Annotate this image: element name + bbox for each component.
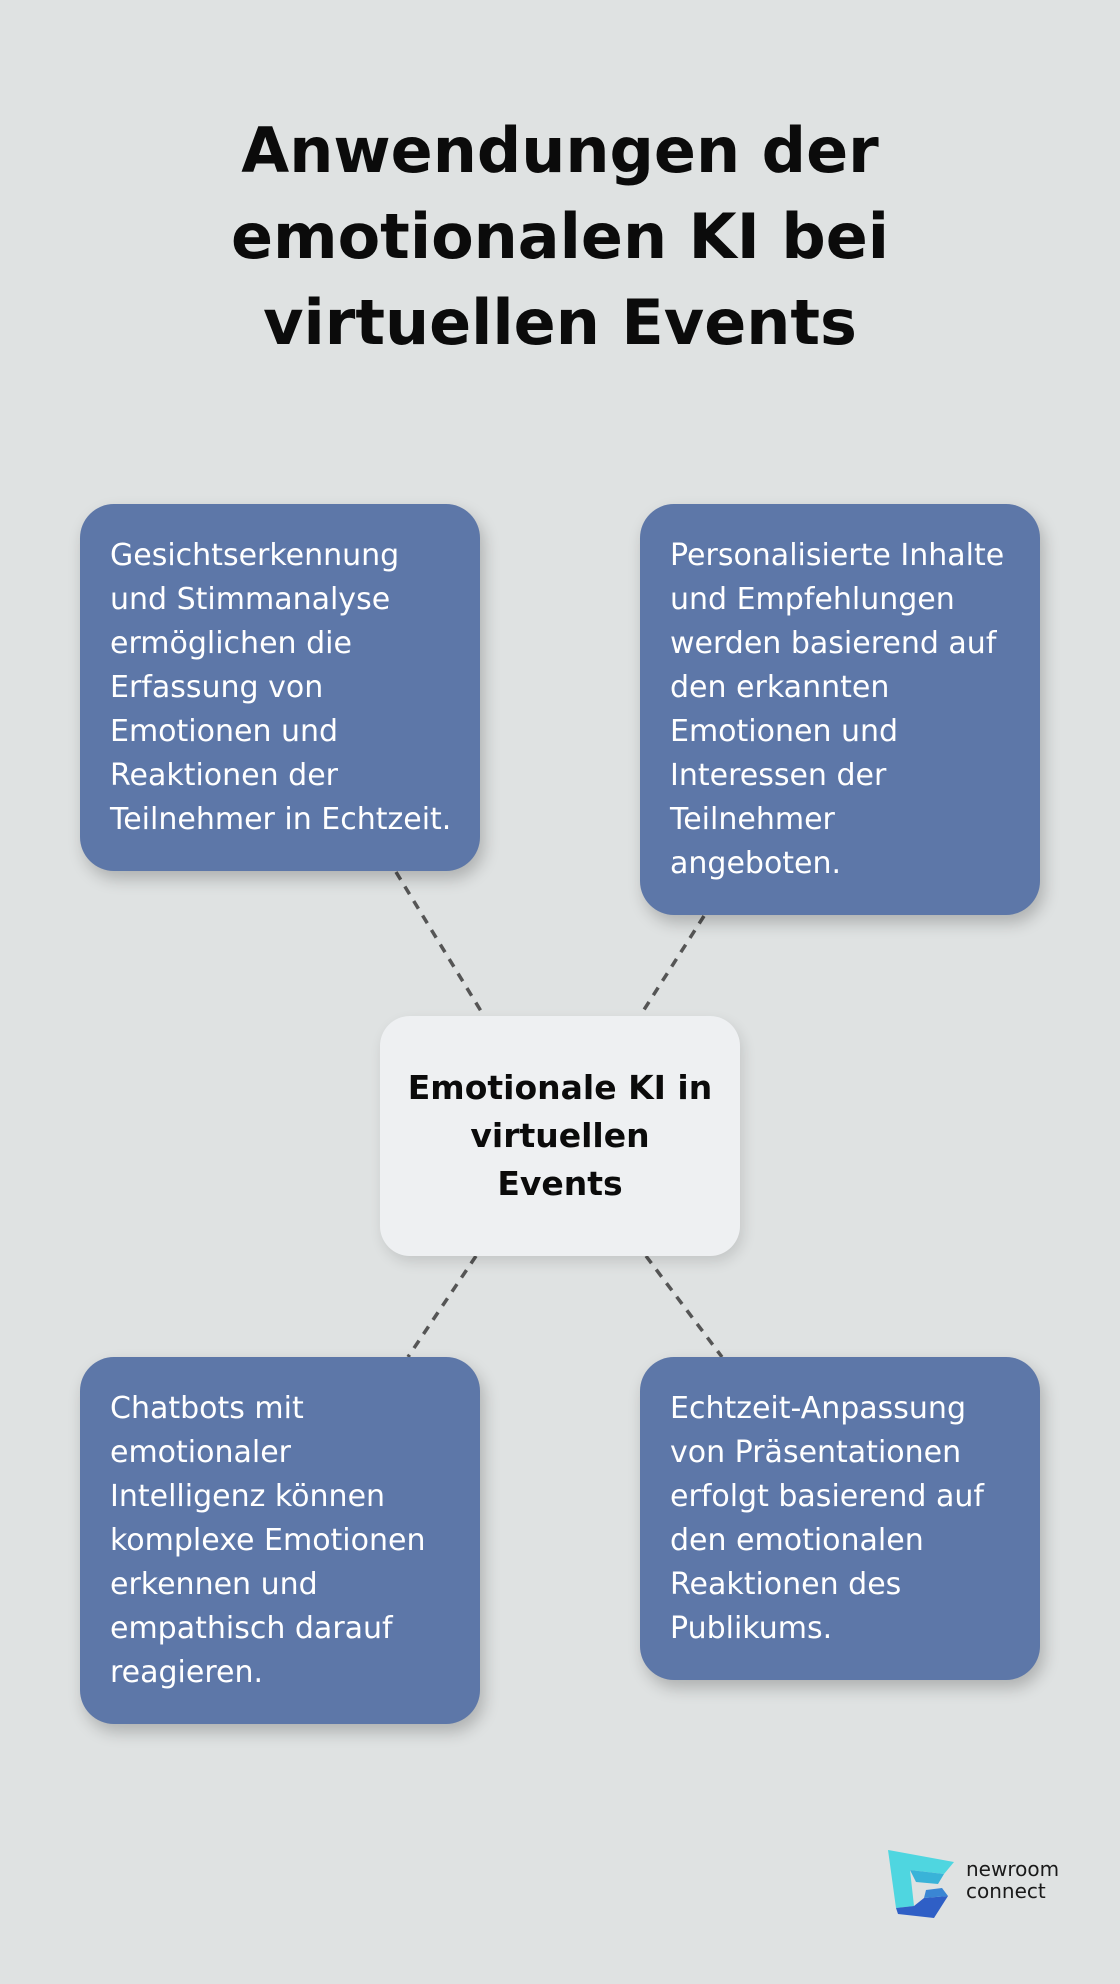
logo-text-line1: newroom <box>966 1857 1060 1881</box>
card-text: Echtzeit-Anpassung von Präsentationen er… <box>670 1391 984 1646</box>
connector-top-right <box>638 915 706 1017</box>
card-personalized-content: Personalisierte Inhalte und Empfehlungen… <box>640 504 1040 915</box>
connector-bottom-right <box>644 1254 724 1359</box>
card-realtime-adaptation: Echtzeit-Anpassung von Präsentationen er… <box>640 1357 1040 1680</box>
central-node-label: Emotionale KI in virtuellen Events <box>407 1068 713 1203</box>
card-facial-voice-analysis: Gesichtserkennung und Stimmanalyse ermög… <box>80 504 480 871</box>
brand-logo: newroom connect <box>886 1848 1066 1918</box>
card-text: Chatbots mit emotionaler Intelligenz kön… <box>110 1391 426 1690</box>
page-title: Anwendungen der emotionalen KI bei virtu… <box>230 114 890 359</box>
logo-icon <box>888 1850 954 1918</box>
card-text: Personalisierte Inhalte und Empfehlungen… <box>670 538 1005 881</box>
central-node: Emotionale KI in virtuellen Events <box>380 1016 740 1256</box>
card-text: Gesichtserkennung und Stimmanalyse ermög… <box>110 538 452 837</box>
connector-bottom-left <box>406 1255 478 1358</box>
logo-text-line2: connect <box>966 1879 1046 1903</box>
card-emotional-chatbots: Chatbots mit emotionaler Intelligenz kön… <box>80 1357 480 1724</box>
connector-top-left <box>394 871 486 1017</box>
